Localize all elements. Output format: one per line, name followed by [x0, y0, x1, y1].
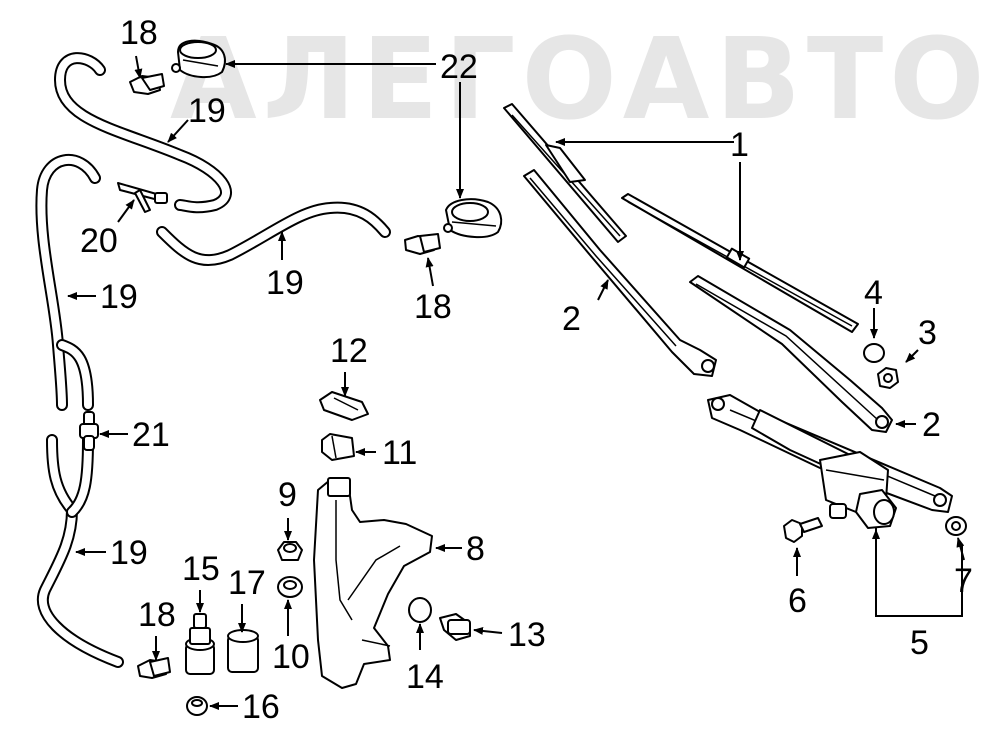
callout-19-bottom: 19: [110, 534, 148, 572]
callout-19-left: 19: [100, 278, 138, 316]
mounting-bolt: [783, 517, 823, 543]
callout-9: 9: [278, 476, 297, 514]
callout-8: 8: [466, 530, 485, 568]
callout-17: 17: [228, 564, 266, 602]
callout-13: 13: [508, 616, 546, 654]
callout-18-bottom: 18: [138, 596, 176, 634]
hose-clip-bottom: [137, 657, 171, 679]
level-sensor: [439, 613, 471, 641]
pump-seal: [227, 629, 259, 673]
washer-reservoir: [313, 477, 433, 689]
callout-18-mid: 18: [414, 288, 452, 326]
callout-14: 14: [406, 658, 444, 696]
callout-1: 1: [730, 126, 749, 164]
callout-6: 6: [788, 582, 807, 620]
callout-16: 16: [242, 688, 280, 726]
grommet: [945, 516, 967, 536]
callout-4: 4: [864, 274, 883, 312]
callout-21: 21: [132, 416, 170, 454]
t-connector: [117, 182, 168, 213]
callout-11: 11: [382, 434, 417, 472]
reservoir-strap: [321, 433, 355, 461]
leader-lines: [67, 55, 965, 710]
callout-2-left: 2: [562, 300, 581, 338]
check-valve: [79, 411, 99, 451]
sensor-plug: [408, 597, 432, 623]
hose-clip-top: [129, 73, 165, 95]
watermark-logo: АЛЕГОАВТО: [170, 15, 990, 145]
callout-2-right: 2: [922, 406, 941, 444]
callout-10: 10: [272, 638, 310, 676]
callout-22: 22: [440, 48, 478, 86]
wiper-arm-left: [523, 169, 717, 377]
washer-nozzle-mid: [443, 198, 503, 238]
wiper-arm-right: [689, 275, 893, 433]
washer-pump: [185, 613, 215, 675]
callout-20: 20: [80, 222, 118, 260]
callout-3: 3: [918, 314, 937, 352]
callout-19-top: 19: [188, 92, 226, 130]
callout-5: 5: [910, 624, 929, 662]
callout-18-top: 18: [120, 14, 158, 52]
reservoir-bracket: [319, 391, 369, 421]
callout-12: 12: [330, 332, 368, 370]
wiper-linkage: [707, 394, 953, 513]
callout-19-mid: 19: [266, 264, 304, 302]
arm-nut: [877, 367, 899, 389]
wiper-motor: [829, 489, 897, 529]
callout-labels: 1 2 2 3 4 5 6 7 8 9 10 11 12 13 14 15 16…: [80, 14, 973, 726]
reservoir-grommet: [277, 576, 303, 598]
wiper-blade-left: [503, 103, 627, 243]
callout-15: 15: [182, 550, 220, 588]
reservoir-nut: [277, 541, 303, 561]
arm-cap: [863, 343, 885, 363]
washer-nozzle-top: [171, 39, 226, 78]
callout-7: 7: [954, 562, 973, 600]
hose-clip-mid: [404, 233, 441, 255]
pump-grommet: [186, 696, 208, 716]
